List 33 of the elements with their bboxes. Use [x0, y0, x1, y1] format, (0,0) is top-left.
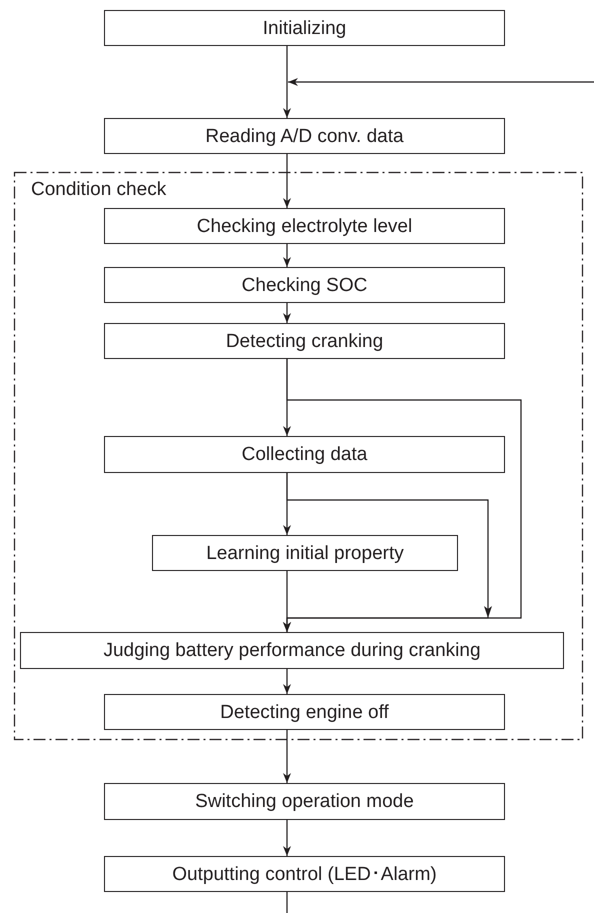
arrow [288, 78, 594, 86]
arrow [283, 303, 291, 323]
process-label: Checking electrolyte level [196, 216, 412, 236]
process-label: Checking SOC [242, 276, 368, 294]
group-label: Condition check [31, 180, 166, 199]
arrow [283, 820, 291, 856]
group-frame [14, 172, 583, 740]
process-box [20, 632, 564, 669]
arrow [283, 730, 291, 783]
process-label: Detecting engine off [220, 702, 389, 722]
process-label: Initializing [262, 18, 346, 38]
process-box [104, 10, 505, 46]
process-label: Detecting cranking [226, 332, 384, 350]
process-label: Collecting data [242, 445, 368, 464]
process-box [104, 694, 505, 730]
arrow [283, 244, 291, 267]
process-label: Reading A/D conv. data [205, 126, 404, 146]
process-label: Outputting control (LED･Alarm) [172, 864, 437, 884]
arrow [283, 571, 291, 632]
process-box [104, 208, 505, 244]
arrow [283, 669, 291, 694]
arrow [283, 154, 291, 208]
process-label: Switching operation mode [195, 792, 414, 811]
process-box [104, 323, 505, 359]
process-label: Learning initial property [206, 544, 404, 562]
process-box [104, 783, 505, 820]
process-box [104, 436, 505, 473]
process-box [104, 856, 505, 892]
process-box [104, 267, 505, 303]
process-box [152, 535, 458, 571]
arrow [283, 46, 291, 118]
process-label: Judging battery performance during cranking [103, 641, 481, 660]
process-box [104, 118, 505, 154]
